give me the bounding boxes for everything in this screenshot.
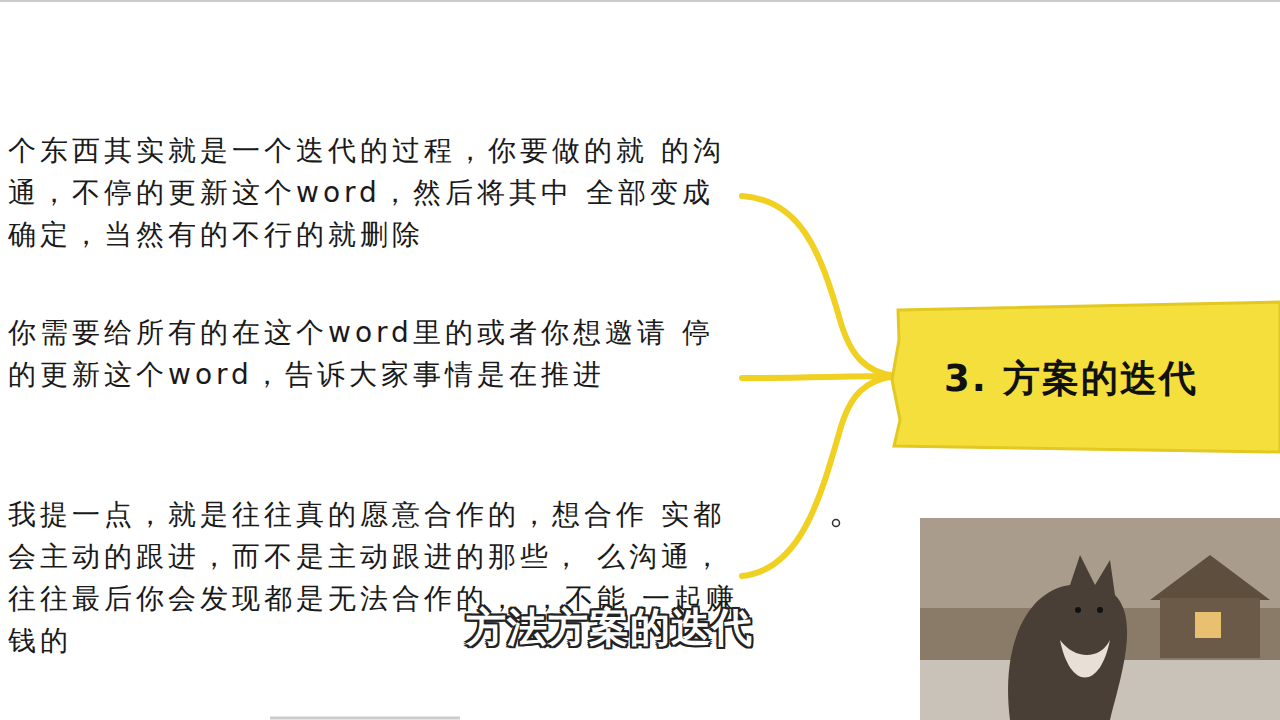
heading-band (892, 302, 1280, 452)
note-text: 个东西其实就是一个迭代的过程，你要做的就 的沟通，不停的更新这个word，然后将… (8, 130, 743, 256)
dog-illustration (920, 518, 1280, 720)
heading-box: 3. 方案的迭代 (900, 312, 1280, 446)
note-text: 你需要给所有的在这个word里的或者你想邀请 停的更新这个word，告诉大家事情… (8, 312, 743, 396)
heading-text: 3. 方案的迭代 (944, 354, 1280, 404)
subtitle: 方法方案的迭代 (466, 600, 753, 655)
cursor-dot (833, 520, 840, 527)
bottom-rule (270, 717, 460, 720)
top-rule (0, 0, 1280, 2)
brace-curves (742, 196, 895, 576)
